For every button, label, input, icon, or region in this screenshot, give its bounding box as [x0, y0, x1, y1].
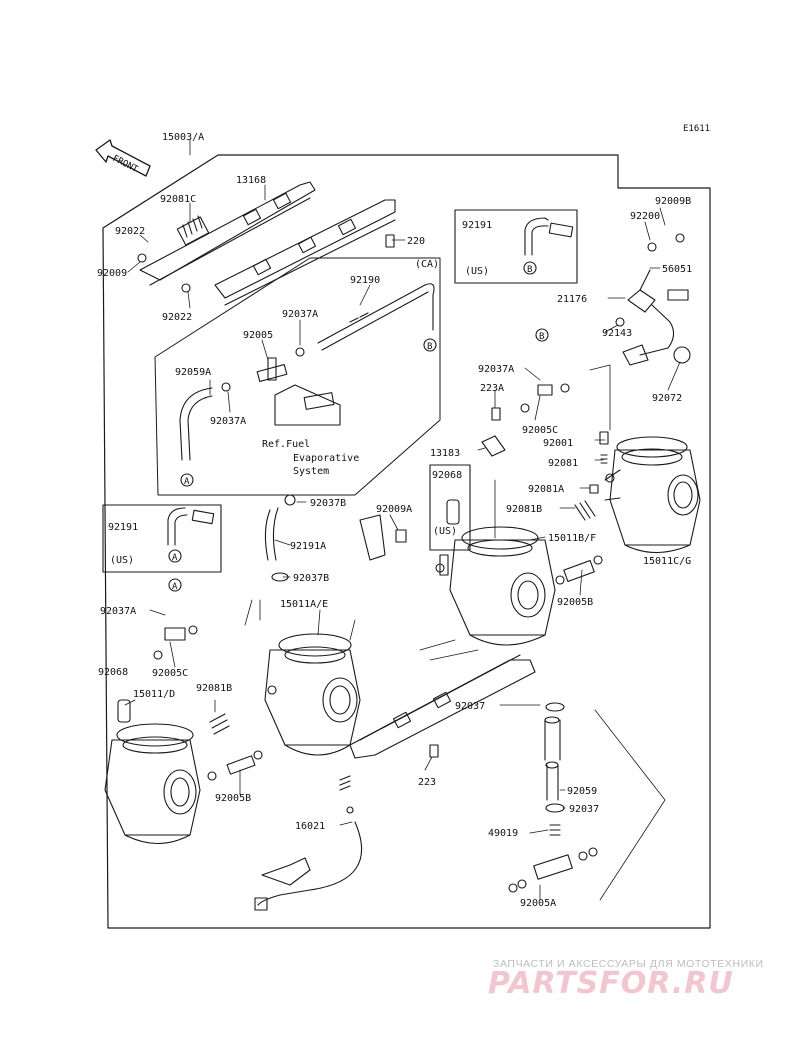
part-label: 15011B/F	[548, 533, 596, 544]
fittings-drawing	[117, 383, 609, 781]
us-inset-left	[102, 504, 222, 573]
svg-text:B: B	[527, 265, 532, 275]
assembly-outline	[102, 154, 711, 929]
part-label: 92001	[543, 438, 573, 449]
part-label: 92059	[567, 786, 597, 797]
callout-b-us: B	[523, 261, 537, 275]
note-ref: Ref.Fuel	[262, 439, 310, 450]
carburetor-15011C-drawing	[604, 436, 701, 553]
part-label: 220	[407, 236, 425, 247]
fuel-valve-drawing	[615, 233, 691, 366]
svg-text:B: B	[427, 342, 432, 352]
carburetor-15011B-drawing	[435, 526, 556, 646]
svg-text:A: A	[172, 553, 178, 563]
us-inset-top	[454, 209, 578, 284]
watermark-logo: PARTSFOR.RU	[488, 966, 734, 1001]
part-label: 92022	[115, 226, 145, 237]
callout-a-top: A	[180, 473, 194, 487]
callout-a-us: A	[168, 549, 182, 563]
svg-text:A: A	[184, 477, 190, 487]
part-label: 15011/D	[133, 689, 175, 700]
part-label: 15011A/E	[280, 599, 328, 610]
part-label: 92143	[602, 328, 632, 339]
part-label: 92037B	[293, 573, 329, 584]
part-label: 92068	[432, 470, 462, 481]
part-label: 56051	[662, 264, 692, 275]
part-label: 92009A	[376, 504, 412, 515]
part-label: 223A	[480, 383, 504, 394]
part-label: 92081B	[506, 504, 542, 515]
part-label: 92037A	[282, 309, 318, 320]
part-label: 92005B	[557, 597, 593, 608]
region-label-ca: (CA)	[415, 259, 439, 270]
part-label: 92081	[548, 458, 578, 469]
part-label: 92037A	[478, 364, 514, 375]
part-label: 92005	[243, 330, 273, 341]
part-label: 92037	[569, 804, 599, 815]
region-label-us: (US)	[433, 526, 457, 537]
part-label: 92068	[98, 667, 128, 678]
region-label-us: (US)	[465, 266, 489, 277]
part-label: 92037A	[100, 606, 136, 617]
part-label: 92081C	[160, 194, 196, 205]
part-label: 15003/A	[162, 132, 204, 143]
part-label: 92037	[455, 701, 485, 712]
choke-cable-drawing	[254, 775, 363, 911]
leader-lines	[124, 139, 681, 901]
svg-text:A: A	[172, 582, 178, 592]
part-label: 13183	[430, 448, 460, 459]
callout-b-right: B	[535, 328, 549, 342]
region-label-us: (US)	[110, 555, 134, 566]
part-label: 223	[418, 777, 436, 788]
callout-b-top: B	[423, 338, 437, 352]
us-hose-left-drawing	[167, 507, 215, 546]
part-label: 92037A	[210, 416, 246, 427]
part-label: 92009B	[655, 196, 691, 207]
part-label: 21176	[557, 294, 587, 305]
us-mid-part-drawing	[446, 499, 460, 525]
ca-evap-parts-drawing	[179, 283, 435, 461]
part-label: 92022	[162, 312, 192, 323]
hose-set-drawing	[508, 702, 598, 893]
part-labels: 15003/A 13168 92081C 92022 92009 92022 2…	[97, 132, 692, 909]
part-label: 92005B	[215, 793, 251, 804]
svg-text:B: B	[539, 332, 544, 342]
part-label: 92191	[462, 220, 492, 231]
fuel-rail-drawing	[137, 181, 396, 306]
part-label: 92005C	[152, 668, 188, 679]
part-label: 92059A	[175, 367, 211, 378]
part-label: 92005C	[522, 425, 558, 436]
part-label: 15011C/G	[643, 556, 691, 567]
part-label: 92081B	[196, 683, 232, 694]
carburetor-15011D-drawing	[104, 723, 201, 844]
us-inset-mid	[429, 464, 471, 551]
part-label: 92005A	[520, 898, 556, 909]
throttle-link-drawing	[349, 654, 536, 759]
us-hose-top-drawing	[524, 217, 574, 256]
diagram-code: E1611	[683, 124, 710, 134]
note-system: System	[293, 466, 329, 477]
watermark-tagline: ЗАПЧАСТИ И АКСЕССУАРЫ ДЛЯ МОТОТЕХНИКИ	[493, 958, 764, 970]
part-label: 92191	[108, 522, 138, 533]
part-label: 92081A	[528, 484, 564, 495]
note-evaporative: Evaporative	[293, 453, 359, 464]
ca-inset-box	[154, 257, 441, 496]
part-label: 92037B	[310, 498, 346, 509]
part-label: 13168	[236, 175, 266, 186]
part-label: 92072	[652, 393, 682, 404]
part-label: 92191A	[290, 541, 326, 552]
part-label: 92200	[630, 211, 660, 222]
part-label: 92009	[97, 268, 127, 279]
part-label: 16021	[295, 821, 325, 832]
part-label: 49019	[488, 828, 518, 839]
part-label: 92190	[350, 275, 380, 286]
callout-a-left: A	[168, 578, 182, 592]
carburetor-15011A-drawing	[264, 633, 361, 756]
front-arrow-icon: FRONT	[95, 139, 151, 177]
